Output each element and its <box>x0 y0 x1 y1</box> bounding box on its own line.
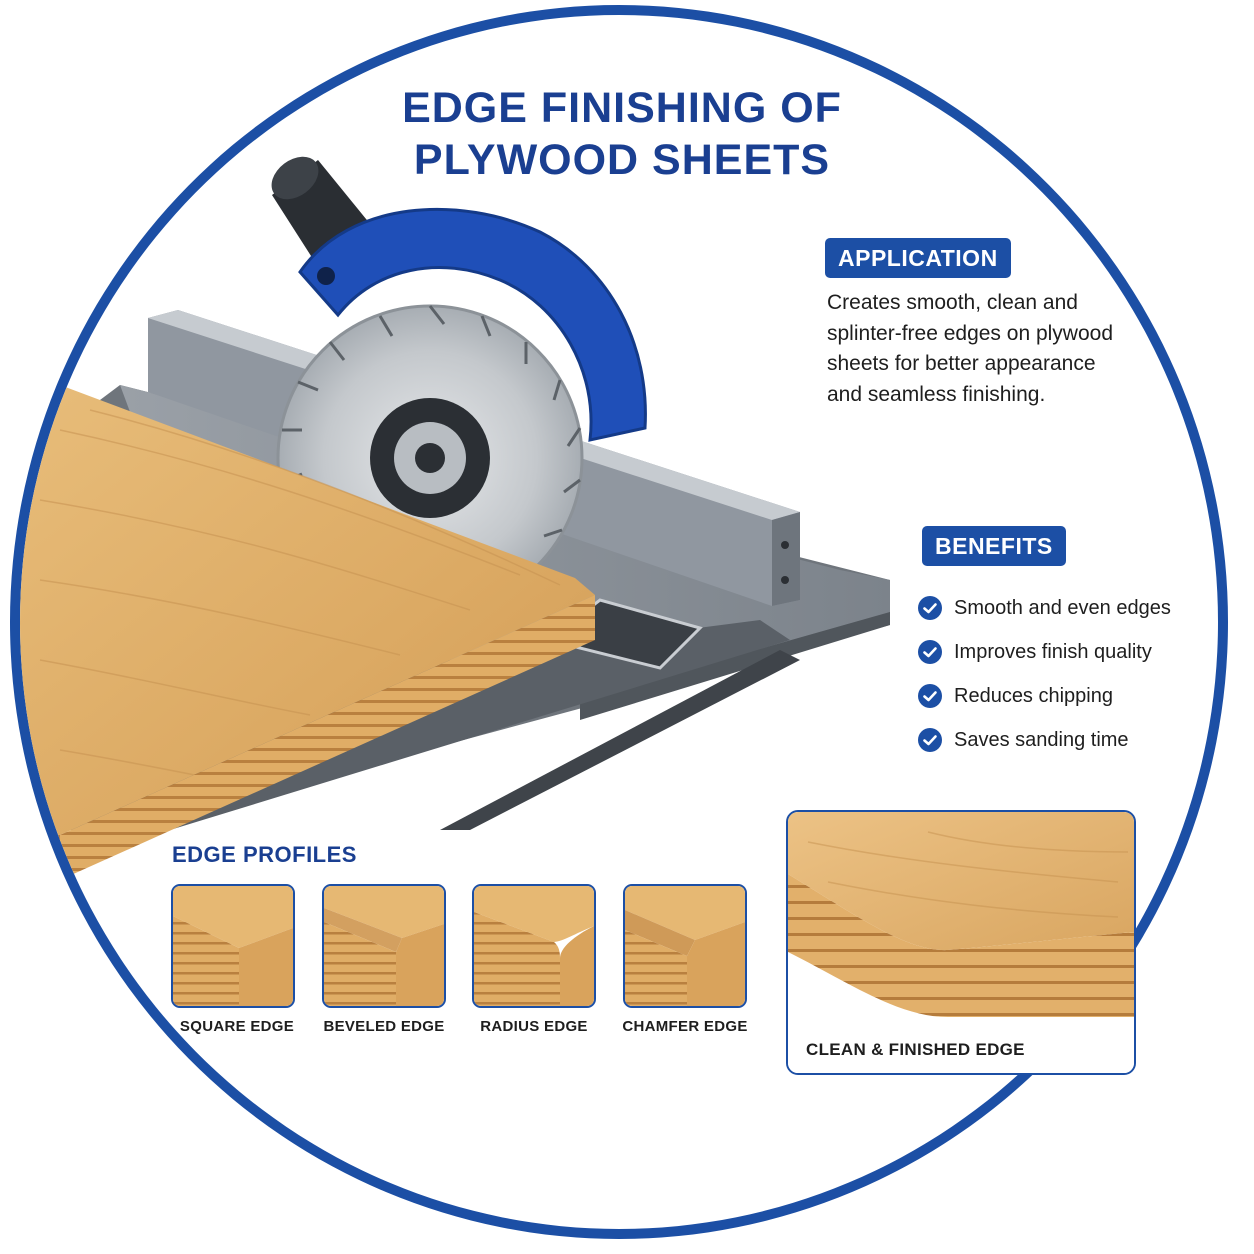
radius-edge-card <box>472 884 596 1008</box>
plywood-sheet <box>20 375 595 880</box>
radius-edge-illustration <box>474 886 594 1006</box>
beveled-edge-card <box>322 884 446 1008</box>
check-circle-icon <box>918 640 942 664</box>
check-circle-icon <box>918 728 942 752</box>
beveled-edge-illustration <box>324 886 444 1006</box>
benefit-item: Improves finish quality <box>918 630 1171 674</box>
circle-frame <box>10 5 1228 1239</box>
benefit-item: Smooth and even edges <box>918 586 1171 630</box>
benefit-item: Saves sanding time <box>918 718 1171 762</box>
title-line-1: EDGE FINISHING OF <box>402 84 842 132</box>
benefits-heading: BENEFITS <box>922 526 1066 566</box>
square-edge-illustration <box>173 886 293 1006</box>
saw-illustration-area <box>20 15 1218 1229</box>
square-edge-card <box>171 884 295 1008</box>
application-heading: APPLICATION <box>825 238 1011 278</box>
square-edge-label: SQUARE EDGE <box>179 1018 295 1035</box>
saw-table-front <box>580 612 890 720</box>
table-saw-illustration <box>20 156 890 880</box>
page-title: EDGE FINISHING OF PLYWOOD SHEETS <box>322 82 922 186</box>
title-line-2: PLYWOOD SHEETS <box>413 136 831 184</box>
check-circle-icon <box>918 684 942 708</box>
benefit-text: Improves finish quality <box>954 640 1152 663</box>
edge-profiles-heading: EDGE PROFILES <box>172 842 357 867</box>
benefit-text: Saves sanding time <box>954 728 1129 751</box>
chamfer-edge-illustration <box>625 886 745 1006</box>
chamfer-edge-card <box>623 884 747 1008</box>
chamfer-edge-label: CHAMFER EDGE <box>622 1018 748 1035</box>
benefit-text: Reduces chipping <box>954 684 1113 707</box>
benefit-item: Reduces chipping <box>918 674 1171 718</box>
finished-edge-illustration <box>788 812 1134 1073</box>
application-text: Creates smooth, clean and splinter-free … <box>827 291 1114 406</box>
blade-guard <box>298 207 647 442</box>
clean-finished-edge-label: CLEAN & FINISHED EDGE <box>806 1040 1025 1059</box>
radius-edge-label: RADIUS EDGE <box>480 1018 588 1035</box>
benefits-list: Smooth and even edges Improves finish qu… <box>918 586 1171 762</box>
benefit-text: Smooth and even edges <box>954 596 1171 619</box>
check-circle-icon <box>918 596 942 620</box>
beveled-edge-label: BEVELED EDGE <box>323 1018 445 1035</box>
clean-finished-edge-card <box>786 810 1136 1075</box>
